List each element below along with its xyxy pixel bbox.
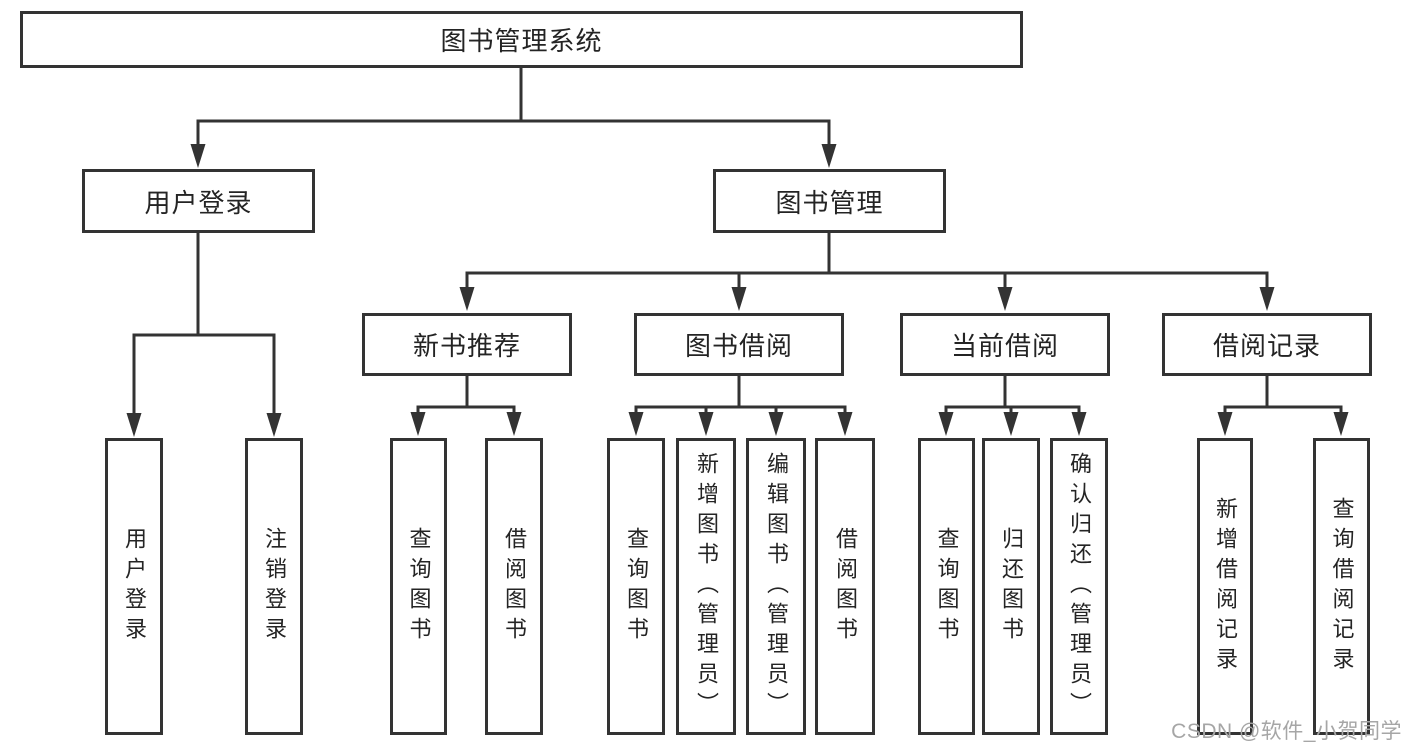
leaf-query-books-borrow: 查询图书 (607, 438, 665, 735)
leaf-borrow-books: 借阅图书 (815, 438, 875, 735)
node-label: 确认归还（管理员） (1067, 451, 1092, 722)
node-label: 图书管理系统 (440, 26, 603, 56)
node-new-book-recommend: 新书推荐 (362, 313, 572, 376)
node-book-management: 图书管理 (713, 169, 946, 233)
node-user-login: 用户登录 (82, 169, 315, 233)
node-label: 借阅图书 (502, 526, 527, 647)
connector-current-to-leaves (938, 374, 1087, 436)
csdn-watermark: CSDN @软件_小贺同学 (1171, 720, 1402, 743)
node-current-borrowing: 当前借阅 (900, 313, 1110, 376)
leaf-add-borrow-record: 新增借阅记录 (1197, 438, 1253, 735)
leaf-edit-book-admin: 编辑图书（管理员） (746, 438, 806, 735)
node-label: 新书推荐 (412, 331, 521, 361)
leaf-borrow-books-recommend: 借阅图书 (485, 438, 543, 735)
leaf-query-books-current: 查询图书 (918, 438, 975, 735)
node-label: 查询图书 (624, 526, 649, 647)
leaf-logout: 注销登录 (245, 438, 303, 735)
leaf-query-books-recommend: 查询图书 (390, 438, 447, 735)
node-label: 注销登录 (262, 526, 287, 647)
connector-records-to-leaves (1217, 374, 1349, 436)
node-label: 新增借阅记录 (1213, 496, 1238, 677)
node-label: 用户登录 (122, 526, 147, 647)
connector-root-to-level2 (190, 66, 837, 168)
leaf-user-login: 用户登录 (105, 438, 163, 735)
node-label: 用户登录 (144, 187, 253, 218)
node-label: 查询借阅记录 (1329, 496, 1355, 677)
node-label: 编辑图书（管理员） (764, 451, 789, 722)
node-library-management-system: 图书管理系统 (20, 11, 1023, 68)
leaf-return-book: 归还图书 (982, 438, 1040, 735)
node-label: 归还图书 (999, 526, 1024, 647)
connector-mgmt-to-level3 (459, 231, 1275, 311)
leaf-confirm-return-admin: 确认归还（管理员） (1050, 438, 1108, 735)
node-label: 图书管理 (775, 187, 884, 218)
node-label: 借阅图书 (833, 526, 858, 647)
node-label: 查询图书 (934, 526, 960, 647)
node-label: 查询图书 (406, 526, 432, 647)
node-label: 当前借阅 (950, 331, 1059, 361)
node-borrowing-records: 借阅记录 (1162, 313, 1372, 376)
node-label: 新增图书（管理员） (694, 451, 719, 722)
connector-borrow-to-leaves (628, 374, 853, 436)
node-label: 借阅记录 (1212, 331, 1321, 361)
connector-recommend-to-leaves (410, 374, 522, 436)
node-label: 图书借阅 (684, 331, 793, 361)
connector-login-to-leaves (126, 231, 282, 437)
leaf-add-book-admin: 新增图书（管理员） (676, 438, 736, 735)
node-book-borrowing: 图书借阅 (634, 313, 844, 376)
leaf-query-borrow-record: 查询借阅记录 (1313, 438, 1370, 735)
